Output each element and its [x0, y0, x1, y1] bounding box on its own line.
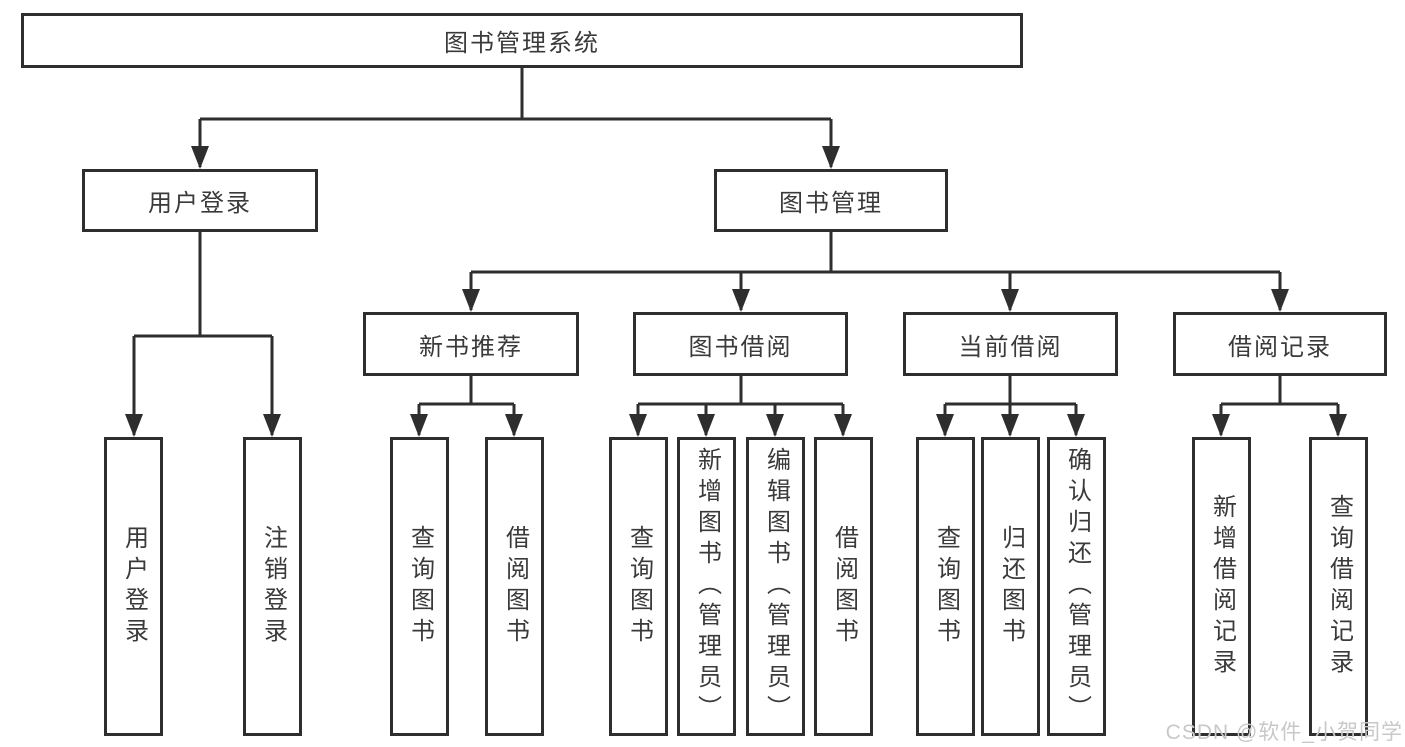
leaf-borrow-books-recommend: 借阅图书 [485, 437, 544, 736]
arrowhead-icon [191, 146, 209, 169]
arrowhead-icon [1001, 414, 1019, 437]
node-label: 借阅图书 [830, 524, 858, 649]
connector-lines [132, 68, 1340, 435]
arrowhead-icon [822, 146, 840, 169]
arrowhead-icon [1271, 289, 1289, 312]
node-label: 用户登录 [120, 524, 148, 649]
arrowhead-icon [697, 414, 715, 437]
leaf-query-books-recommend: 查询图书 [390, 437, 449, 736]
node-label: 确认归还（管理员） [1063, 447, 1091, 726]
arrowhead-icon [410, 414, 428, 437]
arrowhead-icon [1329, 414, 1347, 437]
node-book-management: 图书管理 [714, 169, 948, 232]
node-user-login: 用户登录 [82, 169, 318, 232]
node-current-borrowing: 当前借阅 [903, 312, 1118, 376]
arrowhead-icon [263, 414, 281, 437]
node-library-management-system: 图书管理系统 [21, 13, 1023, 68]
arrowhead-icon [462, 289, 480, 312]
node-label: 新增图书（管理员） [693, 447, 721, 726]
leaf-borrow-books-borrowing: 借阅图书 [814, 437, 873, 736]
arrowhead-icon [125, 414, 143, 437]
node-book-borrowing: 图书借阅 [633, 312, 848, 376]
arrowhead-icon [505, 414, 523, 437]
watermark: CSDN @软件_小贺同学 [1165, 721, 1403, 744]
leaf-edit-book-admin: 编辑图书（管理员） [746, 437, 805, 736]
node-label: 新增借阅记录 [1208, 493, 1236, 680]
arrowheads [125, 146, 1347, 437]
node-label: 图书借阅 [688, 333, 793, 361]
node-label: 借阅图书 [501, 524, 529, 649]
node-label: 图书管理系统 [444, 30, 600, 57]
leaf-return-book: 归还图书 [981, 437, 1040, 736]
node-label: 当前借阅 [958, 333, 1063, 361]
node-label: 新书推荐 [419, 333, 523, 361]
arrowhead-icon [1212, 414, 1230, 437]
leaf-add-book-admin: 新增图书（管理员） [677, 437, 736, 736]
node-label: 用户登录 [148, 190, 252, 217]
node-label: 查询图书 [932, 524, 960, 649]
node-label: 借阅记录 [1228, 333, 1332, 361]
arrowhead-icon [766, 414, 784, 437]
leaf-add-borrow-record: 新增借阅记录 [1192, 437, 1251, 736]
node-label: 查询图书 [406, 524, 434, 649]
leaf-query-books-borrowing: 查询图书 [609, 437, 668, 736]
leaf-confirm-return-admin: 确认归还（管理员） [1047, 437, 1106, 736]
node-label: 注销登录 [259, 524, 287, 649]
arrowhead-icon [834, 414, 852, 437]
arrowhead-icon [1067, 414, 1085, 437]
node-label: 归还图书 [997, 524, 1025, 649]
node-label: 编辑图书（管理员） [762, 447, 790, 726]
leaf-user-login: 用户登录 [104, 437, 163, 736]
node-borrowing-records: 借阅记录 [1173, 312, 1387, 376]
arrowhead-icon [732, 289, 750, 312]
leaf-query-borrow-record: 查询借阅记录 [1309, 437, 1368, 736]
arrowhead-icon [629, 414, 647, 437]
arrowhead-icon [936, 414, 954, 437]
node-new-book-recommendation: 新书推荐 [363, 312, 579, 376]
leaf-logout: 注销登录 [243, 437, 302, 736]
leaf-query-books-current: 查询图书 [916, 437, 975, 736]
arrowhead-icon [1001, 289, 1019, 312]
node-label: 查询借阅记录 [1325, 493, 1353, 680]
node-label: 查询图书 [625, 524, 653, 649]
node-label: 图书管理 [779, 190, 883, 217]
